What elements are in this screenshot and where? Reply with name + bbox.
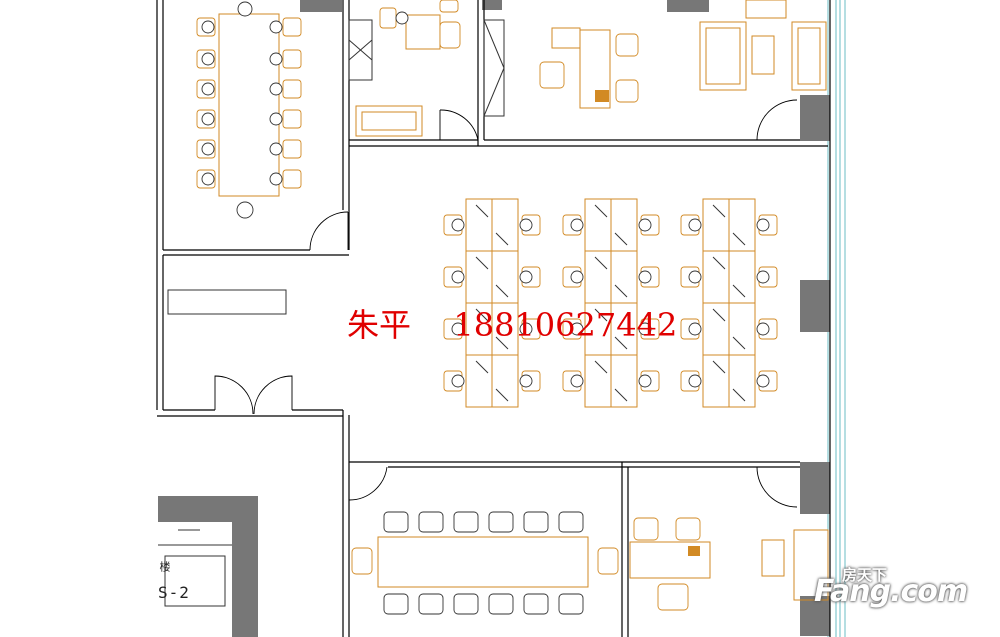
watermark-cn: 房天下 [842, 566, 888, 584]
stair-label-char: 楼 [158, 561, 171, 572]
contact-name: 朱平 [347, 306, 412, 344]
conference-room-large [196, 1, 302, 219]
workstation-cluster [443, 198, 541, 408]
doors [214, 99, 798, 508]
meeting-room-bottom [351, 511, 619, 615]
office-manager [483, 0, 827, 117]
columns [300, 0, 830, 636]
watermark: 房天下 Fang.com [814, 566, 984, 616]
contact-label: 朱平 18810627442 [347, 300, 677, 346]
office-bottom-right [629, 517, 829, 611]
office-small [348, 0, 461, 137]
workstation-cluster [680, 198, 778, 408]
workstation-clusters [443, 198, 778, 408]
contact-phone: 18810627442 [453, 306, 678, 344]
workstation-cluster [562, 198, 660, 408]
watermark-en: Fang.com [814, 574, 968, 609]
stair-core [158, 496, 258, 637]
stair-label-code: S-2 [158, 583, 190, 602]
